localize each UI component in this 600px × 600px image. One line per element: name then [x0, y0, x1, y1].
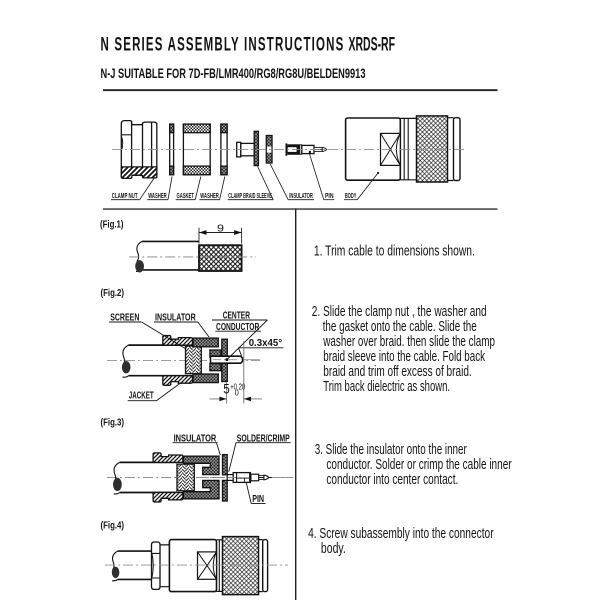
svg-text:5: 5 [223, 382, 230, 397]
svg-text:0: 0 [235, 389, 239, 398]
svg-text:CLAMP BRAID SLEEVE: CLAMP BRAID SLEEVE [228, 191, 272, 200]
svg-text:JACKET: JACKET [129, 390, 154, 401]
svg-text:0.3x45°: 0.3x45° [249, 338, 282, 349]
svg-text:9: 9 [217, 223, 225, 234]
svg-text:INSULATOR: INSULATOR [155, 313, 196, 324]
svg-text:braid and trim off excess of b: braid and trim off excess of braid. [323, 363, 471, 380]
svg-text:BODY: BODY [345, 191, 357, 200]
svg-text:N-J SUITABLE FOR 7D-FB/LMR400/: N-J SUITABLE FOR 7D-FB/LMR400/RG8/RG8U/B… [101, 65, 366, 81]
svg-text:CENTER: CENTER [223, 310, 251, 321]
svg-text:WASHER: WASHER [200, 191, 219, 200]
svg-text:body.: body. [321, 540, 346, 557]
svg-text:PIN: PIN [325, 191, 334, 200]
svg-text:PIN: PIN [252, 494, 264, 505]
svg-text:+0.20: +0.20 [230, 382, 245, 391]
svg-text:2. Slide the clamp nut , the w: 2. Slide the clamp nut , the washer and [312, 303, 487, 320]
svg-text:(Fig.1): (Fig.1) [100, 218, 124, 230]
svg-text:the gasket onto the cable. Sli: the gasket onto the cable. Slide the [323, 318, 477, 335]
svg-text:4. Screw subassembly into the: 4. Screw subassembly into the connector [308, 525, 494, 542]
svg-text:GASKET: GASKET [177, 191, 194, 200]
svg-text:XRDS-RF: XRDS-RF [349, 33, 396, 55]
svg-text:CONDUCTOR: CONDUCTOR [216, 322, 260, 333]
svg-text:(Fig.4): (Fig.4) [101, 519, 125, 531]
svg-text:(Fig.3): (Fig.3) [101, 417, 125, 429]
svg-text:braid sleeve into the cable. F: braid sleeve into the cable. Fold back [323, 348, 485, 365]
svg-text:washer over braid. then slide: washer over braid. then slide the clamp [323, 333, 495, 350]
svg-text:(Fig.2): (Fig.2) [101, 287, 125, 299]
svg-text:N SERIES ASSEMBLY INSTRUCTIONS: N SERIES ASSEMBLY INSTRUCTIONS [101, 33, 345, 55]
svg-text:CLAMP NUT: CLAMP NUT [112, 191, 138, 200]
svg-text:conductor into center contact.: conductor into center contact. [326, 471, 458, 488]
svg-text:WASHER: WASHER [148, 191, 167, 200]
svg-text:conductor. Solder or crimp the: conductor. Solder or crimp the cable inn… [326, 456, 511, 473]
svg-text:3. Slide the insulator onto th: 3. Slide the insulator onto the inner [315, 441, 467, 458]
svg-text:Trim back dielectric as shown.: Trim back dielectric as shown. [323, 378, 450, 395]
svg-text:INSULATOR: INSULATOR [174, 433, 217, 444]
svg-text:INSULATOR: INSULATOR [289, 191, 313, 200]
svg-text:SOLDER/CRIMP: SOLDER/CRIMP [237, 433, 290, 444]
svg-text:SCREEN: SCREEN [110, 313, 139, 324]
svg-text:1. Trim cable to dimensions sh: 1. Trim cable to dimensions shown. [314, 242, 475, 259]
